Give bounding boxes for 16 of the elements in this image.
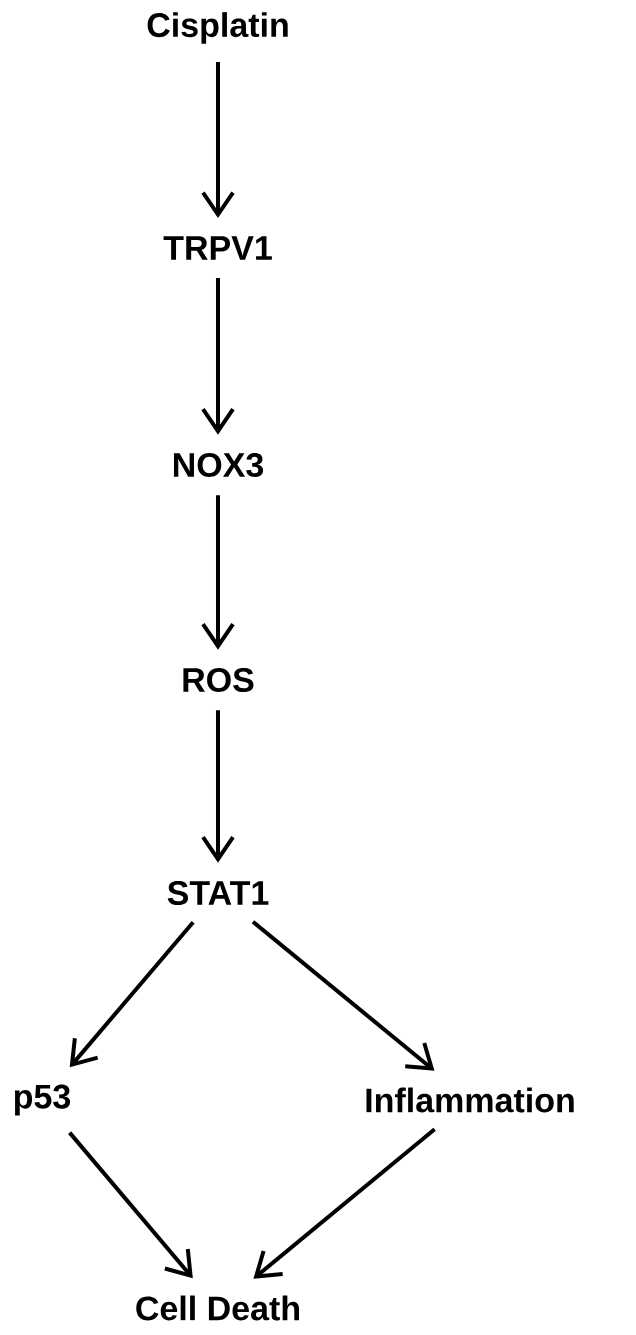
- arrow: [68, 1131, 193, 1279]
- arrow: [201, 710, 235, 863]
- arrow: [201, 62, 235, 219]
- pathway-label: ROS: [183, 667, 254, 693]
- pathway-label: Inflammation: [366, 1087, 574, 1113]
- arrow: [253, 1127, 436, 1279]
- pathway-label: NOX3: [174, 452, 264, 478]
- pathway-label: TRPV1: [163, 236, 272, 260]
- arrow: [251, 920, 435, 1071]
- arrow: [201, 277, 235, 435]
- arrow: [201, 495, 235, 650]
- arrow: [69, 921, 195, 1068]
- pathway-label: Cisplatin: [147, 12, 288, 44]
- pathway-label: Cell Death: [136, 1295, 299, 1321]
- pathway-label: p53: [14, 1084, 71, 1116]
- pathway-label: STAT1: [167, 880, 269, 906]
